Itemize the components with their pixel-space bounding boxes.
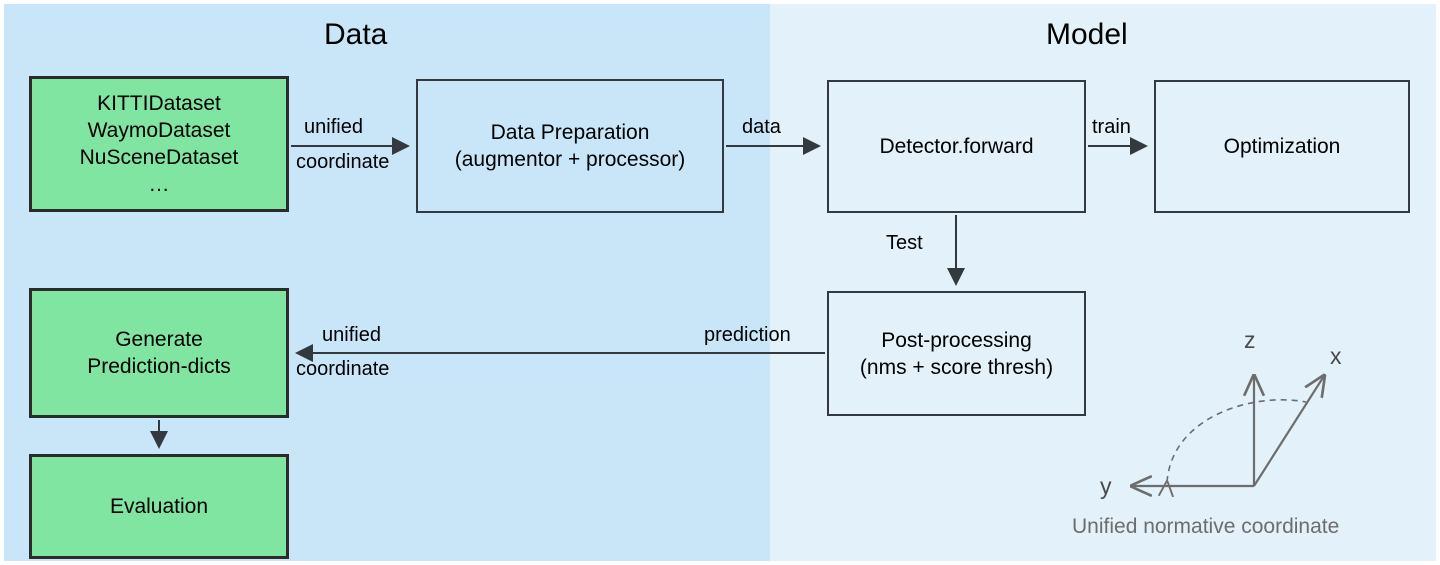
section-title-data: Data [324,18,388,51]
axis-label-y: y [1100,473,1112,499]
node-evaluation-label: Evaluation [109,495,209,518]
edge-label-test: Test [886,232,923,254]
node-generate-prediction-dicts[interactable]: Generate Prediction-dicts [29,288,289,418]
edge-label-unified-top: unified [304,116,363,138]
node-optimization[interactable]: Optimization [1154,80,1410,213]
node-post-processing[interactable]: Post-processing (nms + score thresh) [827,291,1086,416]
node-post-processing-label: Post-processing (nms + score thresh) [859,328,1054,379]
edge-label-unified-return-top: unified [322,324,381,346]
node-datasets[interactable]: KITTIDataset WaymoDataset NuSceneDataset… [29,76,289,212]
coordinate-widget-caption: Unified normative coordinate [1072,515,1340,538]
axis-label-x: x [1330,343,1342,369]
node-optimization-label: Optimization [1223,135,1341,158]
edge-label-coordinate-bottom: coordinate [296,151,390,173]
axis-label-z: z [1244,327,1256,353]
edge-label-data: data [742,116,781,138]
section-title-model: Model [1046,18,1128,51]
node-data-preparation[interactable]: Data Preparation (augmentor + processor) [416,79,724,213]
node-datasets-label: KITTIDataset WaymoDataset NuSceneDataset… [79,92,239,196]
edge-label-prediction: prediction [704,324,791,346]
node-generate-prediction-dicts-label: Generate Prediction-dicts [87,328,231,378]
edge-label-coordinate-return-bottom: coordinate [296,358,390,380]
node-detector-forward-label: Detector.forward [879,135,1034,158]
node-detector-forward[interactable]: Detector.forward [827,80,1086,213]
edge-label-train: train [1092,116,1131,138]
node-evaluation[interactable]: Evaluation [29,454,289,559]
node-data-preparation-label: Data Preparation (augmentor + processor) [454,121,686,171]
